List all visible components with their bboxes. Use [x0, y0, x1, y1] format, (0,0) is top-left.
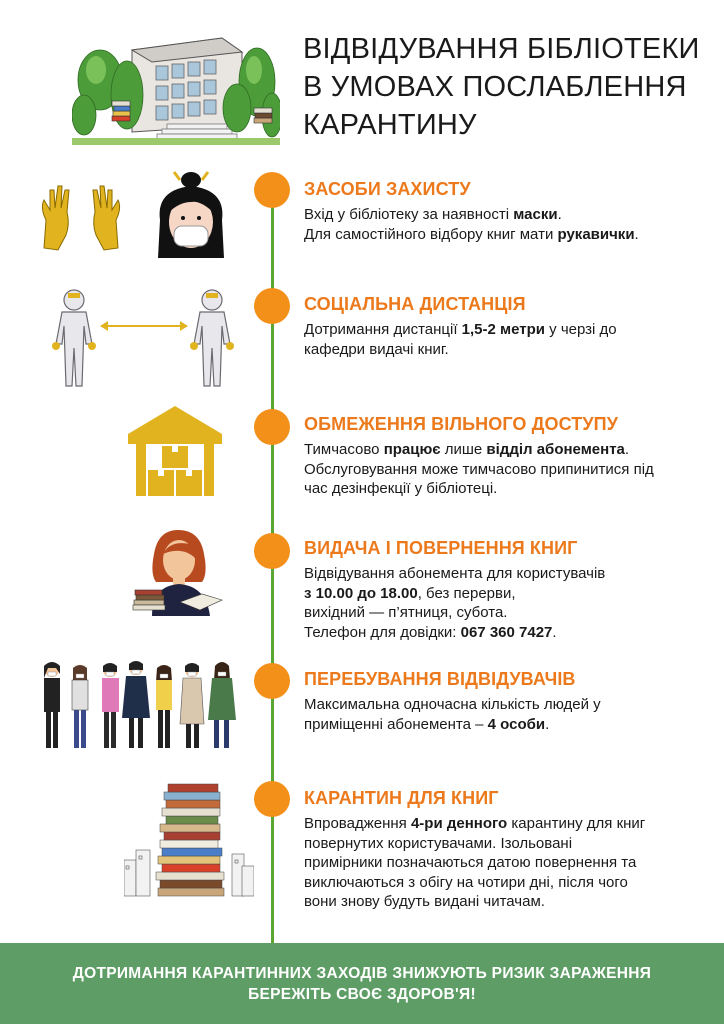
timeline-dot [254, 533, 290, 569]
section-title: ЗАСОБИ ЗАХИСТУ [304, 179, 471, 199]
section-text-line: Обслуговування може тимчасово припинитис… [304, 460, 654, 478]
section-text-line: з 10.00 до 18.00, без перерви, [304, 584, 516, 602]
footer-slogan: БЕРЕЖІТЬ СВОЄ ЗДОРОВ'Я! [248, 985, 476, 1003]
section-title: ВИДАЧА І ПОВЕРНЕННЯ КНИГ [304, 538, 578, 558]
section-text-line: примірники позначаються датою повернення… [304, 854, 637, 871]
section-text-line: Вхід у бібліотеку за наявності маски. [304, 206, 562, 223]
timeline-dot [254, 409, 290, 445]
book-stack-icon [124, 783, 254, 897]
section-title: ПЕРЕБУВАННЯ ВІДВІДУВАЧІВ [304, 669, 576, 689]
section-text-line: Тимчасово працює лише відділ абонемента. [304, 441, 630, 458]
gloves-icon [41, 185, 121, 251]
timeline-dot [254, 172, 290, 208]
section-title: СОЦІАЛЬНА ДИСТАНЦІЯ [304, 294, 526, 314]
footer-warning: ДОТРИМАННЯ КАРАНТИННИХ ЗАХОДІВ ЗНИЖУЮТЬ … [72, 964, 652, 982]
title-line: В УМОВАХ ПОСЛАБЛЕННЯ [303, 71, 687, 103]
warehouse-icon [128, 406, 222, 496]
masked-woman-icon [158, 171, 224, 258]
section-text-line: Відвідування абонемента для користувачів [304, 565, 606, 582]
title-line: ВІДВІДУВАННЯ БІБЛІОТЕКИ [303, 33, 700, 65]
section-text-line: Для самостійного відбору книг мати рукав… [304, 225, 639, 243]
section-text-line: приміщенні абонемента – 4 особи. [304, 715, 550, 733]
footer-banner: ДОТРИМАННЯ КАРАНТИННИХ ЗАХОДІВ ЗНИЖУЮТЬ … [0, 943, 724, 1024]
section-text-line: Телефон для довідки: 067 360 7427. [304, 623, 557, 641]
section-text-line: вихідний — п’ятниця, субота. [304, 604, 508, 621]
timeline-dot [254, 781, 290, 817]
section-text-line: кафедри видачі книг. [304, 340, 449, 358]
section-book-quarantine: КАРАНТИН ДЛЯ КНИГ Впровадження 4-ри денн… [304, 787, 719, 912]
librarian-icon [132, 530, 223, 616]
section-text-line: повернутих користувачами. Ізольовані [304, 834, 573, 852]
section-text-line: Максимальна одночасна кількість людей у [304, 696, 601, 713]
visitors-icon [44, 661, 236, 748]
section-text-line: Впровадження 4-ри денного карантину для … [304, 815, 646, 832]
title-line: КАРАНТИНУ [303, 109, 477, 141]
section-text-line: виключаються з обігу на чотири дні, післ… [304, 873, 628, 891]
section-visitors: ПЕРЕБУВАННЯ ВІДВІДУВАЧІВ Максимальна одн… [304, 668, 719, 734]
section-text-line: час дезінфекції у бібліотеці. [304, 480, 498, 497]
section-distance: СОЦІАЛЬНА ДИСТАНЦІЯ Дотримання дистанції… [304, 293, 719, 359]
library-building-icon [72, 20, 280, 145]
section-title: ОБМЕЖЕННЯ ВІЛЬНОГО ДОСТУПУ [304, 414, 618, 434]
timeline-dot [254, 663, 290, 699]
section-lending: ВИДАЧА І ПОВЕРНЕННЯ КНИГ Відвідування аб… [304, 537, 719, 642]
section-title: КАРАНТИН ДЛЯ КНИГ [304, 788, 499, 808]
section-protection: ЗАСОБИ ЗАХИСТУ Вхід у бібліотеку за наяв… [304, 178, 719, 244]
distance-people-icon [52, 289, 234, 387]
page-title: ВІДВІДУВАННЯ БІБЛІОТЕКИ В УМОВАХ ПОСЛАБЛ… [303, 30, 713, 144]
timeline-dot [254, 288, 290, 324]
section-text-line: Дотримання дистанції 1,5-2 метри у черзі… [304, 321, 617, 338]
section-text-line: вони знову будуть видані читачам. [304, 893, 545, 910]
section-access: ОБМЕЖЕННЯ ВІЛЬНОГО ДОСТУПУ Тимчасово пра… [304, 413, 719, 499]
